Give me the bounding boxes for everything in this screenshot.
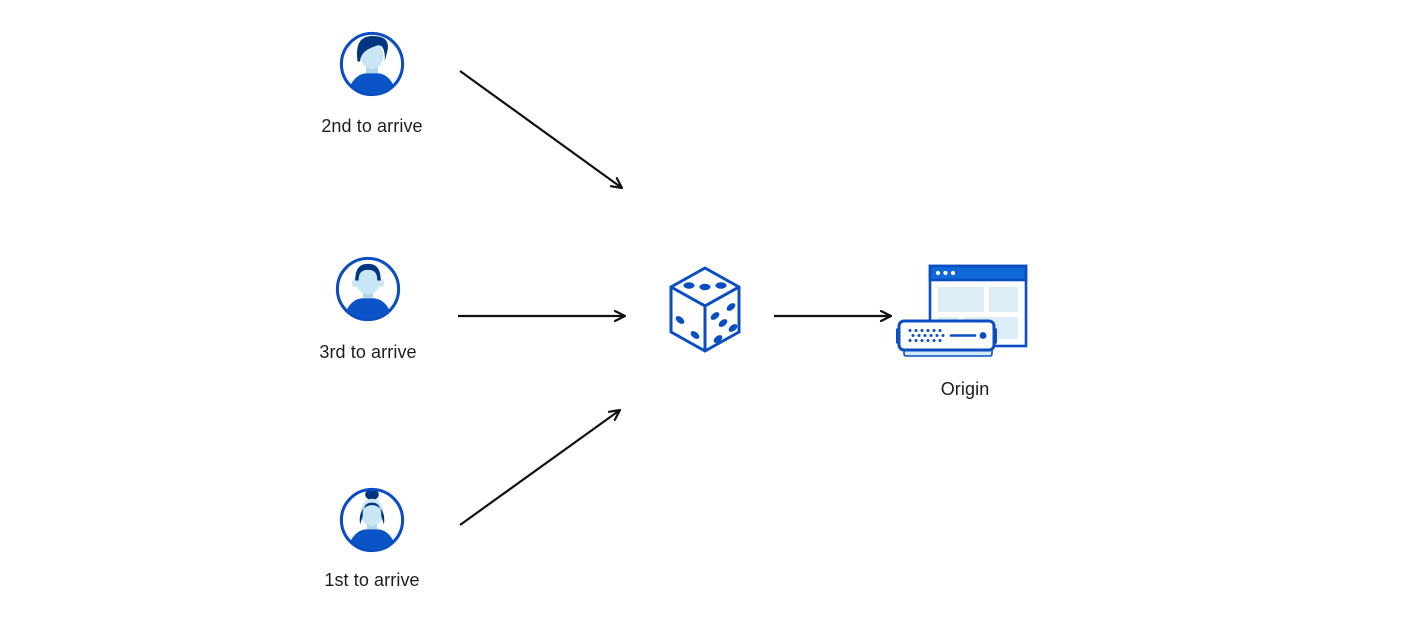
origin-server-icon [896, 264, 1028, 357]
client-node-1st [338, 486, 406, 559]
user-avatar-male-swoop-hair-icon [339, 31, 405, 97]
user-avatar-female-bun-hair-icon [339, 487, 405, 553]
arrow-client-2nd-to-dice [459, 70, 624, 190]
origin-label: Origin [940, 379, 990, 399]
client-label-2nd: 2nd to arrive [321, 116, 423, 136]
user-avatar-male-flat-hair-icon [335, 256, 401, 322]
client-label-1st: 1st to arrive [324, 570, 420, 590]
client-node-2nd [338, 30, 406, 103]
client-label-3rd: 3rd to arrive [319, 342, 417, 362]
arrow-client-1st-to-dice [459, 408, 622, 526]
origin-node [896, 264, 1028, 371]
dice-icon [669, 266, 741, 353]
client-node-3rd [334, 255, 402, 328]
dice-node [666, 264, 744, 359]
